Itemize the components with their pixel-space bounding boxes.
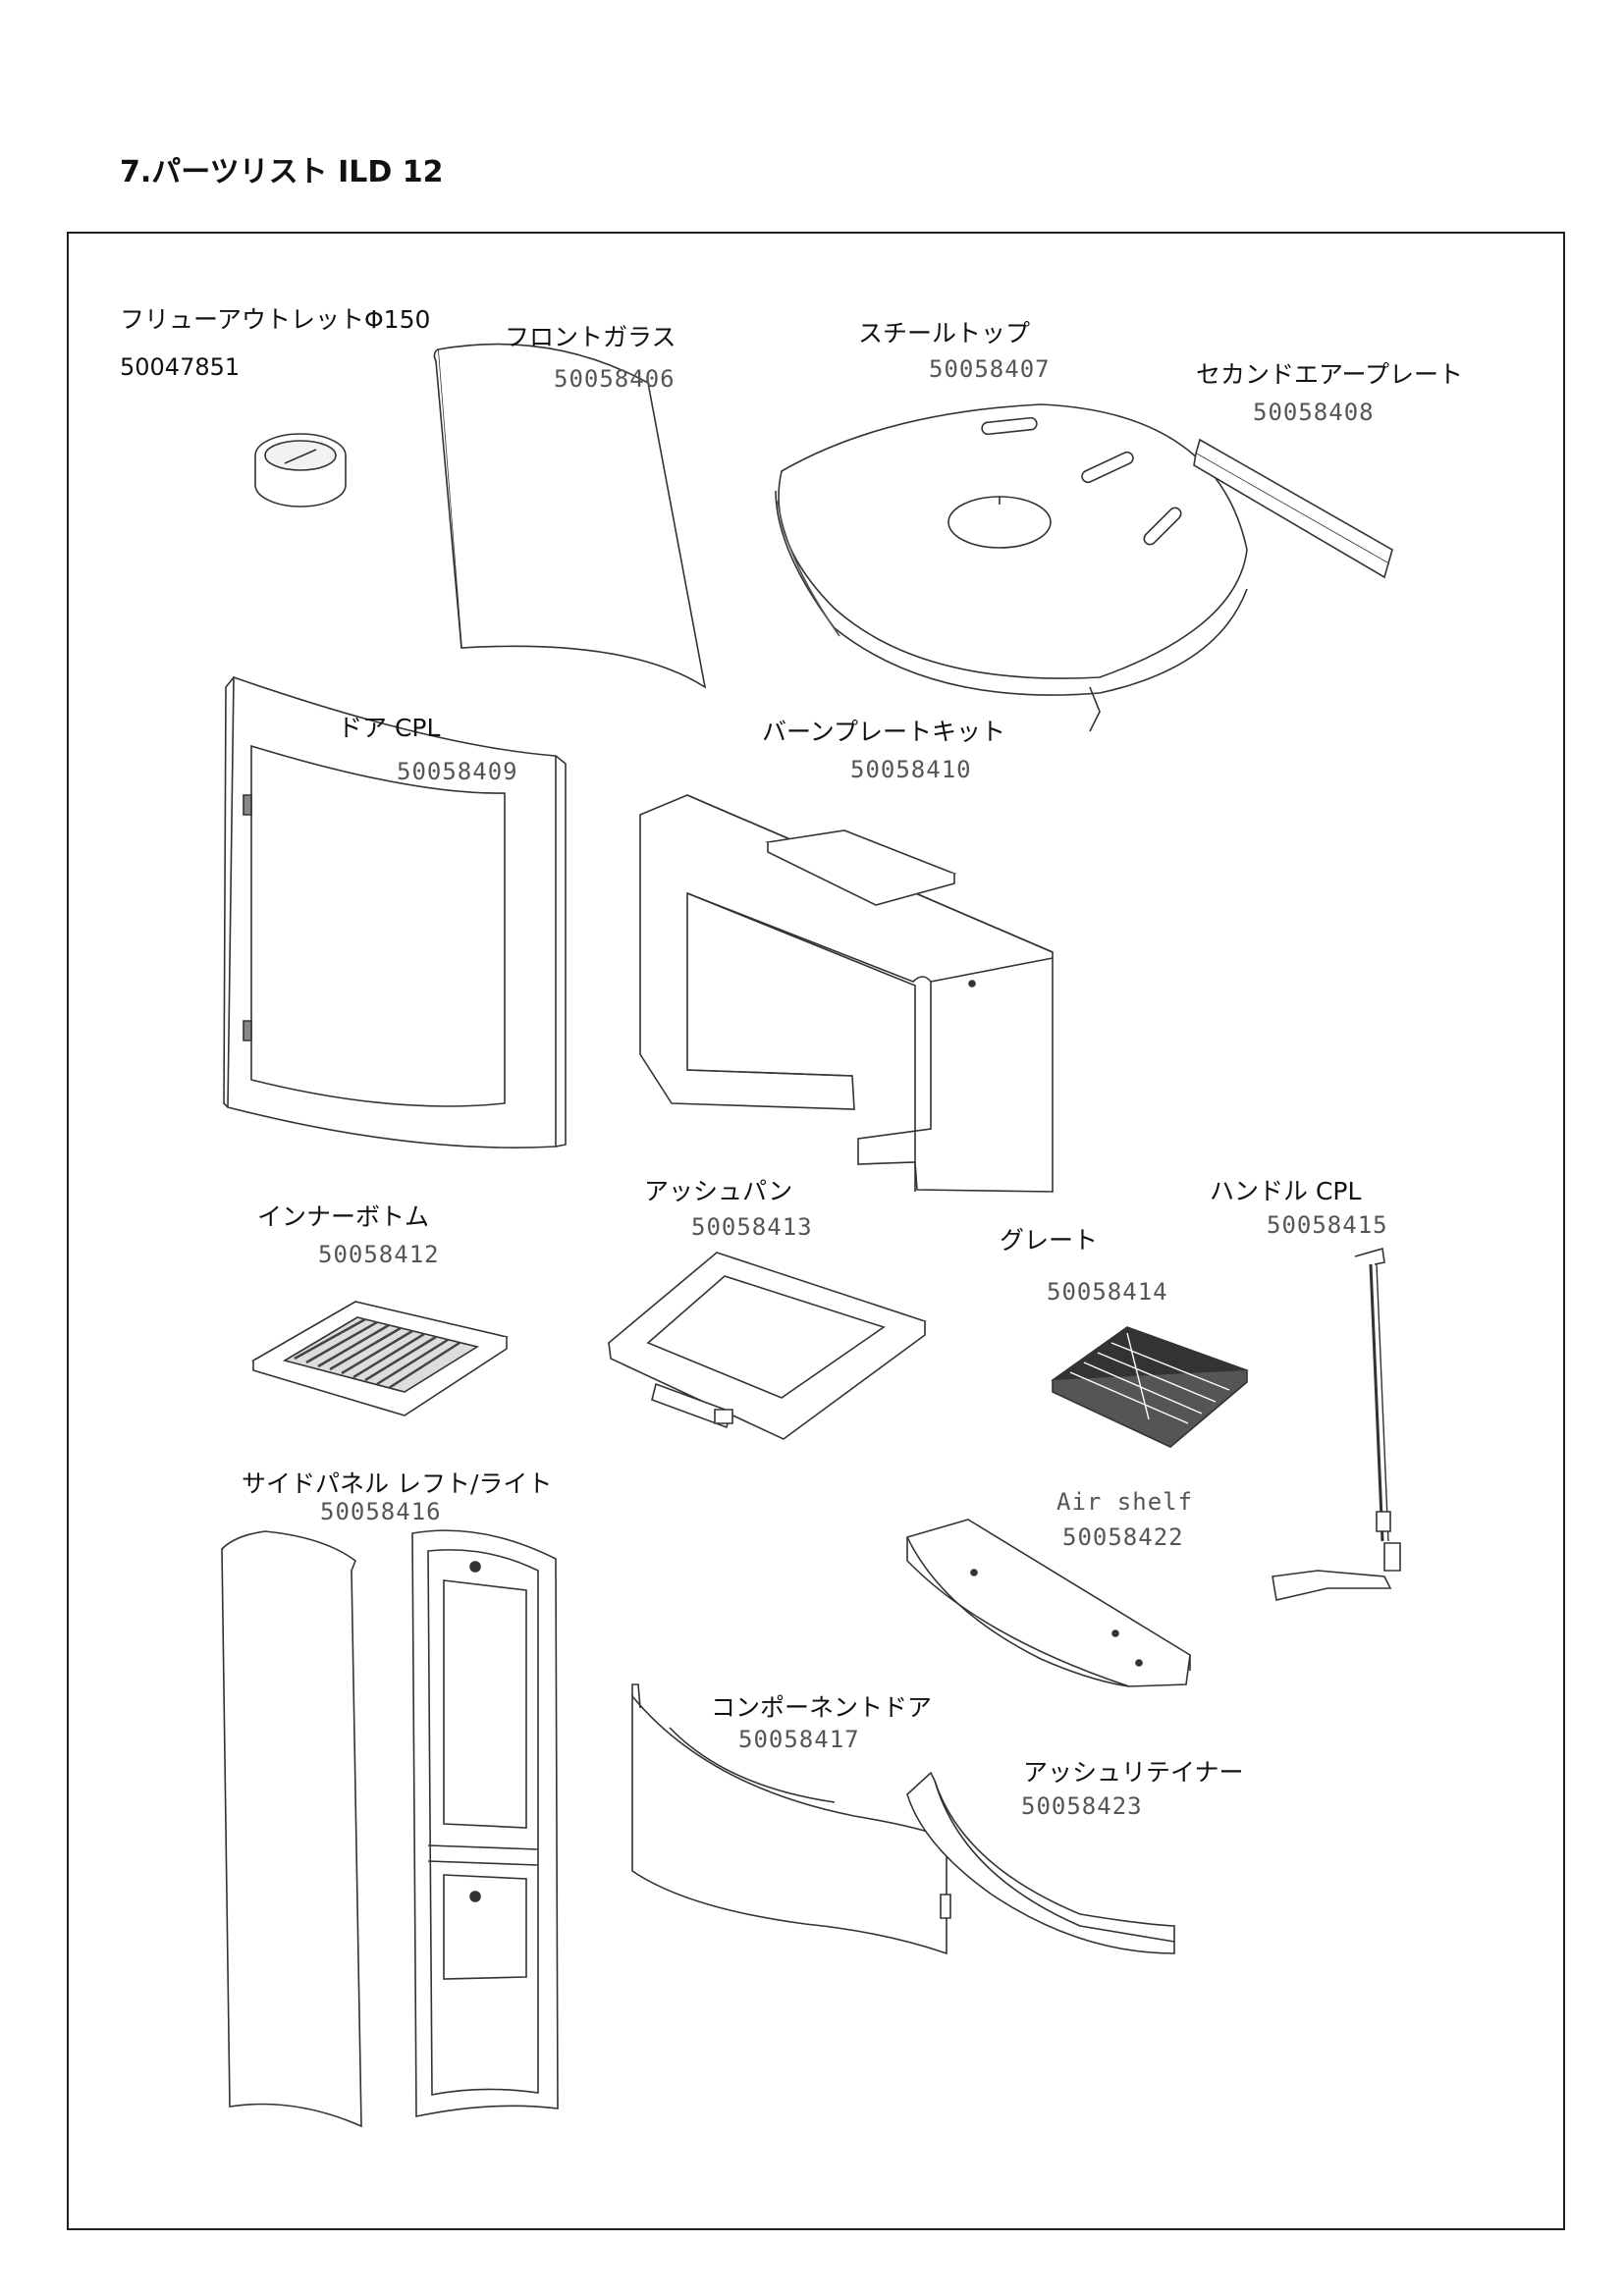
ash-retainer-drawing (907, 1773, 1174, 1953)
part-name-ash-pan: アッシュパン (644, 1177, 793, 1205)
part-name-side-panel: サイドパネル レフト/ライト (242, 1469, 553, 1498)
part-number-component-door: 50058417 (738, 1726, 860, 1753)
parts-diagram-frame (67, 232, 1565, 2230)
part-name-burn-plate-kit: バーンプレートキット (762, 718, 1006, 746)
burn-plate-kit-drawing (640, 795, 1053, 1192)
part-name-component-door: コンポーネントドア (711, 1693, 933, 1722)
part-name-second-air-plate: セカンドエアープレート (1196, 360, 1464, 389)
part-number-ash-pan: 50058413 (691, 1213, 813, 1241)
door-cpl-drawing (224, 677, 566, 1148)
part-name-inner-bottom: インナーボトム (257, 1202, 430, 1231)
part-name-ash-retainer: アッシュリテイナー (1023, 1758, 1244, 1787)
part-number-flue-outlet: 50047851 (120, 353, 241, 381)
side-panel-right-drawing (412, 1530, 558, 2116)
part-number-steel-top: 50058407 (929, 355, 1051, 383)
ash-pan-drawing (609, 1253, 925, 1439)
part-number-grate: 50058414 (1047, 1278, 1168, 1306)
part-name-door-cpl: ドア CPL (338, 714, 441, 742)
grate-drawing (1053, 1327, 1247, 1447)
part-name-steel-top: スチールトップ (858, 319, 1031, 347)
part-name-front-glass: フロントガラス (505, 323, 677, 351)
handle-cpl-drawing (1272, 1249, 1400, 1600)
part-number-front-glass: 50058406 (554, 365, 676, 393)
part-name-air-shelf: Air shelf (1056, 1488, 1194, 1516)
part-number-second-air-plate: 50058408 (1253, 399, 1375, 426)
air-shelf-drawing (907, 1520, 1190, 1686)
part-number-handle-cpl: 50058415 (1267, 1211, 1388, 1239)
part-name-handle-cpl: ハンドル CPL (1210, 1177, 1362, 1205)
front-glass-drawing (434, 345, 705, 687)
component-door-drawing (632, 1684, 950, 1953)
part-name-flue-outlet: フリューアウトレットΦ150 (120, 305, 431, 334)
part-name-grate: グレート (1000, 1226, 1099, 1255)
flue-outlet-drawing (255, 434, 346, 507)
side-panel-left-drawing (222, 1531, 361, 2126)
part-number-air-shelf: 50058422 (1062, 1523, 1184, 1551)
part-number-ash-retainer: 50058423 (1021, 1792, 1143, 1820)
part-number-burn-plate-kit: 50058410 (850, 756, 972, 783)
part-number-door-cpl: 50058409 (397, 758, 518, 785)
second-air-plate-drawing (1194, 440, 1392, 577)
part-number-side-panel: 50058416 (320, 1498, 442, 1525)
part-number-inner-bottom: 50058412 (318, 1241, 440, 1268)
page-title: 7.パーツリスト ILD 12 (120, 155, 444, 189)
inner-bottom-drawing (253, 1302, 507, 1415)
steel-top-drawing (776, 404, 1247, 731)
